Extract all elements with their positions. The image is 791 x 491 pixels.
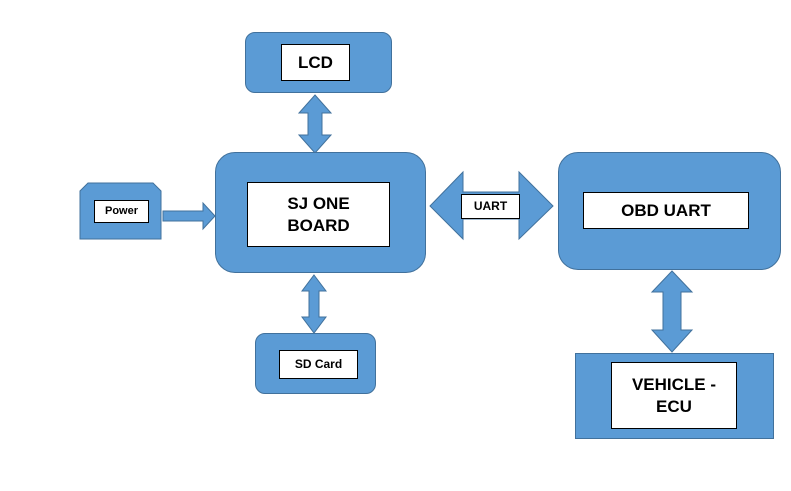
power-board-arrow [162,201,216,231]
vehicle-ecu-label: VEHICLE - ECU [631,375,717,416]
sj-one-board-label-box: SJ ONE BOARD [247,182,390,247]
obd-uart-label: OBD UART [621,200,711,220]
board-sdcard-arrow [301,274,327,334]
obd-uart-label-box: OBD UART [583,192,749,229]
uart-label-box: UART [461,194,520,219]
power-label-box: Power [94,200,149,223]
lcd-label-box: LCD [281,44,350,81]
vehicle-ecu-label-box: VEHICLE - ECU [611,362,737,429]
lcd-board-arrow [297,94,333,154]
uart-label: UART [473,199,508,213]
sd-card-label-box: SD Card [279,350,358,379]
power-label: Power [104,204,138,217]
lcd-label: LCD [298,52,333,72]
sd-card-label: SD Card [294,357,343,371]
obd-ecu-arrow [650,270,694,353]
sj-one-board-label: SJ ONE BOARD [287,194,350,235]
